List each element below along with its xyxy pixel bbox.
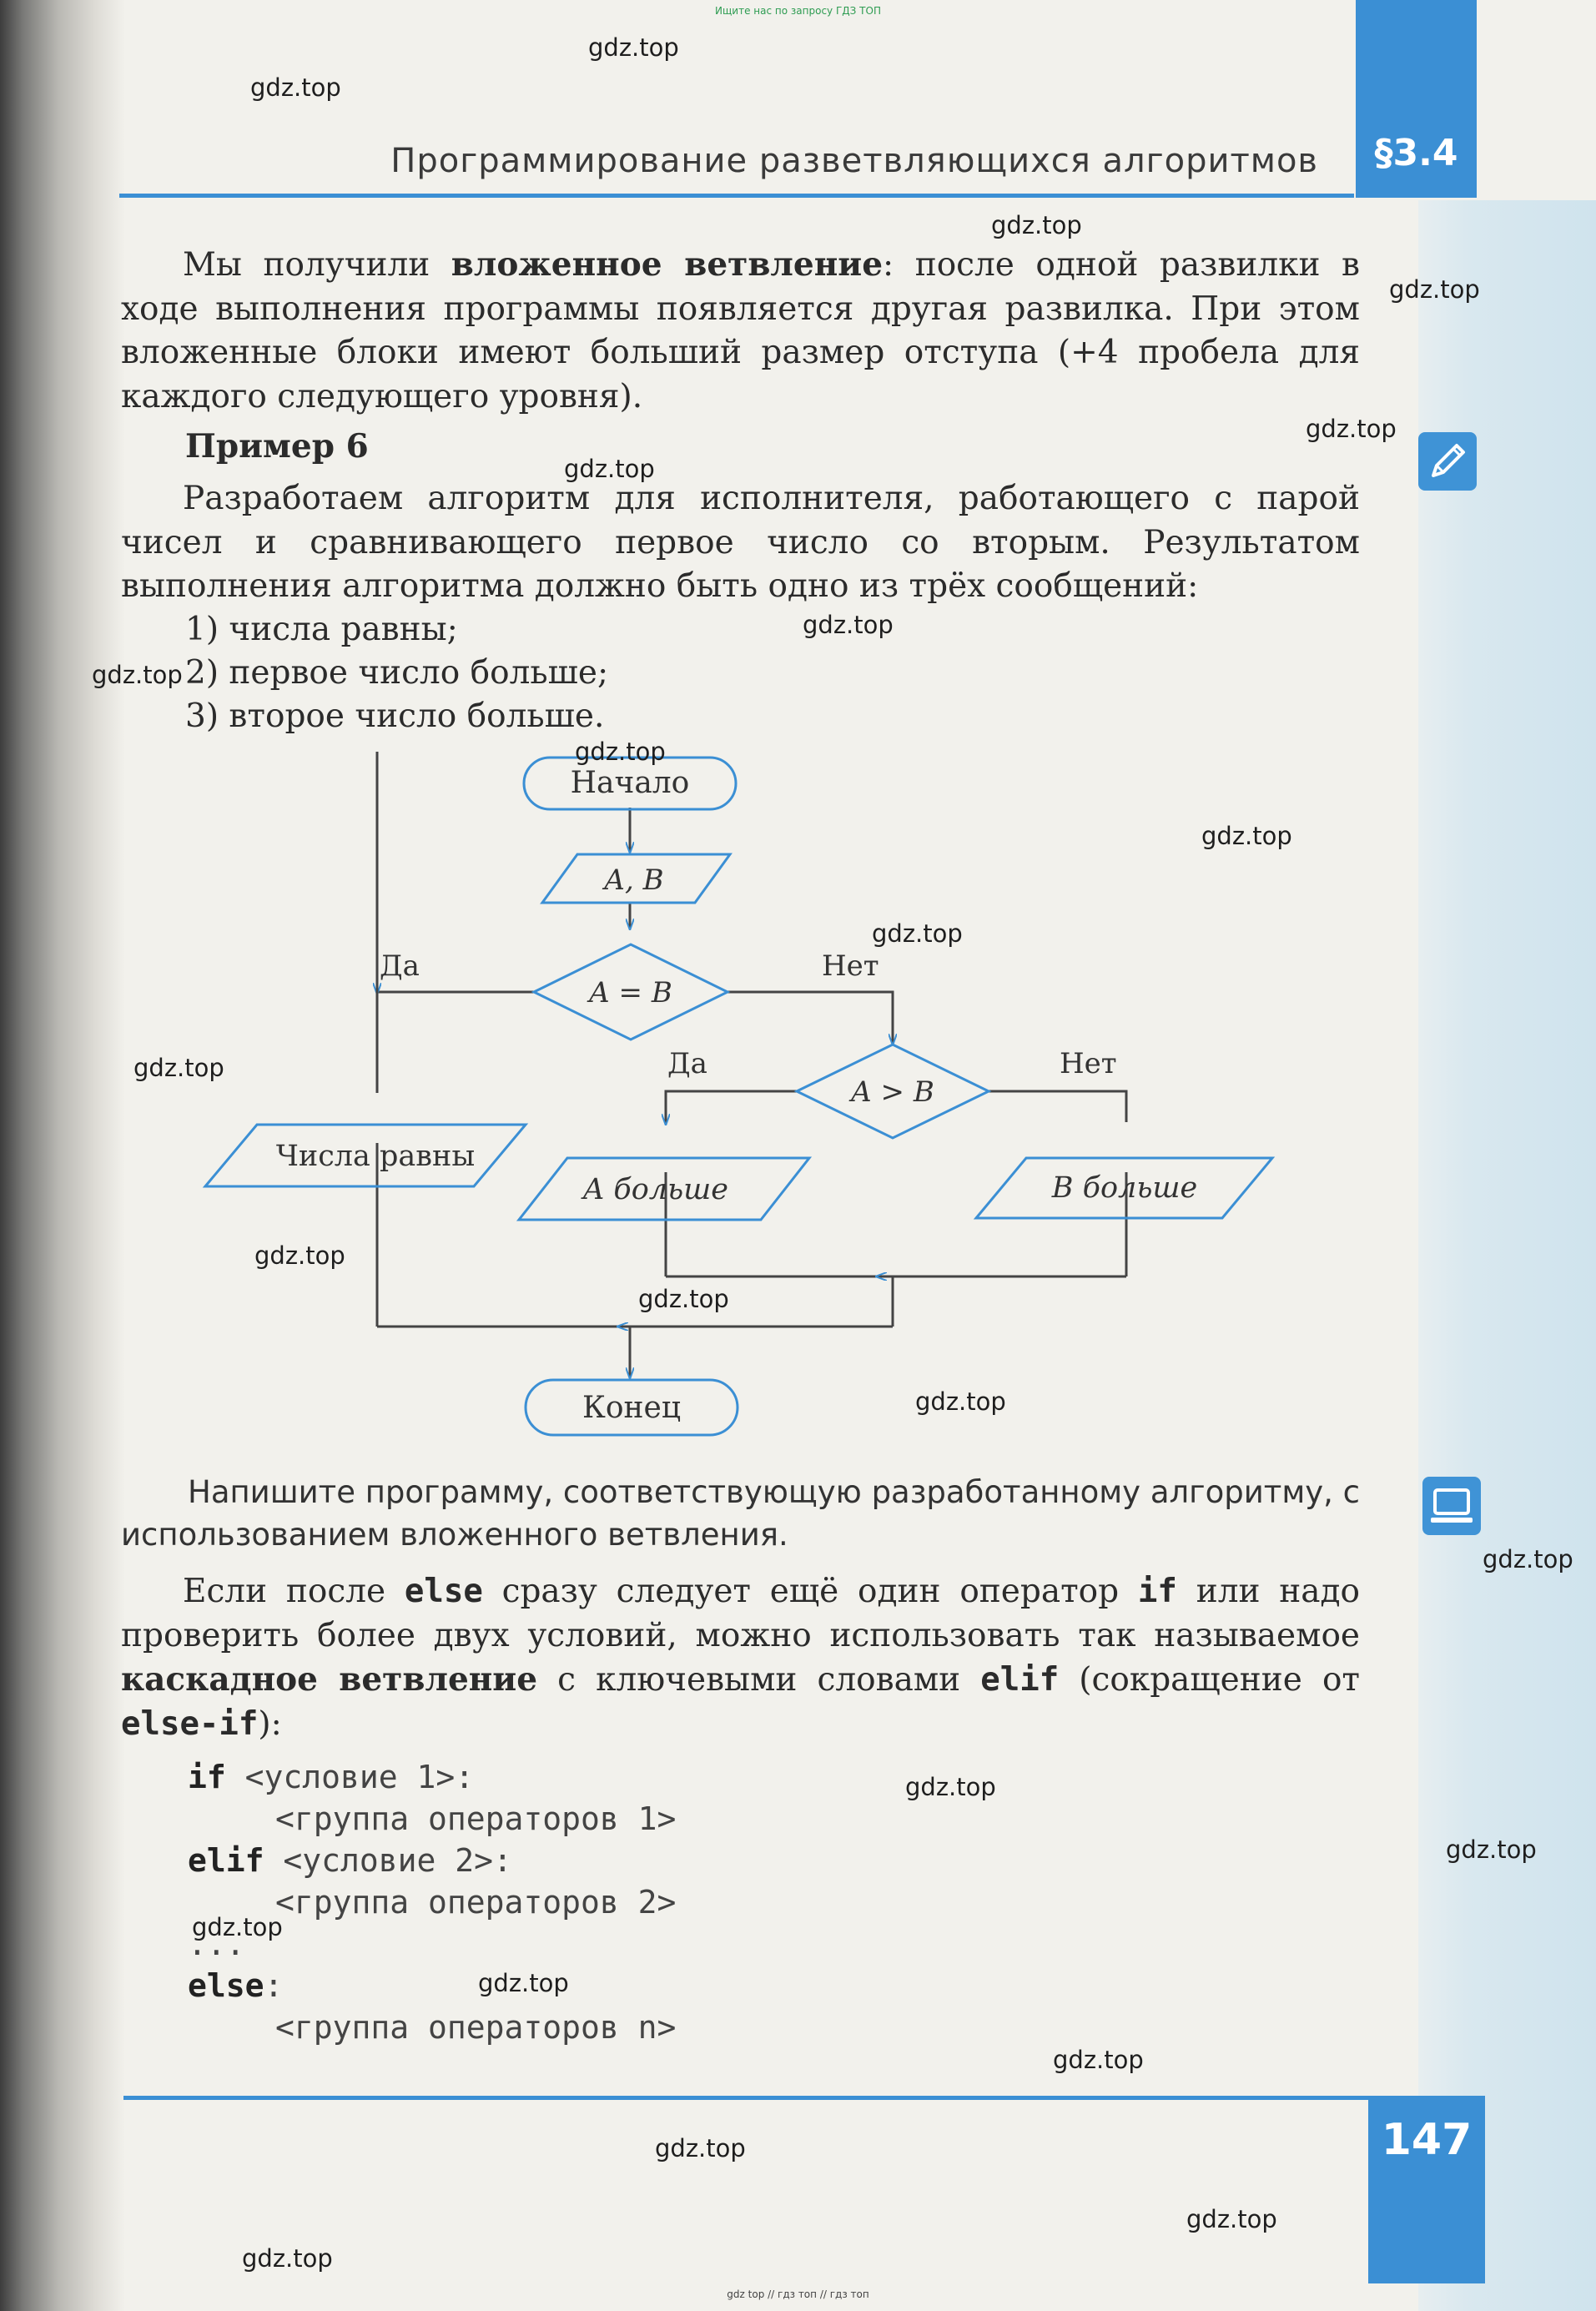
section-tab — [1356, 0, 1477, 198]
page-number-tab — [1368, 2096, 1485, 2283]
flow-cond1-yes: Да — [380, 949, 420, 983]
watermark: gdz.top — [588, 33, 679, 62]
example-heading: Пример 6 — [185, 427, 369, 466]
pencil-icon — [1418, 432, 1477, 491]
footer-rule — [123, 2096, 1375, 2100]
book-spine-shadow — [0, 0, 125, 2311]
watermark: gdz.top — [564, 455, 655, 483]
watermark: gdz.top — [92, 661, 183, 689]
watermark: gdz.top — [991, 211, 1082, 239]
watermark: gdz.top — [133, 1054, 224, 1082]
nested-branching-paragraph: Мы получили вложенное ветвление: после о… — [121, 245, 1360, 415]
code-line-if: if <условие 1>: — [188, 1759, 475, 1795]
flow-start-label: Начало — [571, 766, 690, 800]
code-line-dots: ... — [188, 1926, 245, 1962]
watermark: gdz.top — [1483, 1545, 1573, 1573]
flow-input-label: A, B — [602, 863, 663, 897]
watermark: gdz.top — [254, 1241, 345, 1270]
list-item: 1) числа равны; — [185, 611, 458, 648]
flow-out-equal-label: Числа равны — [276, 1140, 475, 1173]
watermark: gdz.top — [1186, 2205, 1277, 2233]
flow-end-label: Конец — [582, 1391, 681, 1425]
cascade-branching-paragraph: Если после else сразу следует ещё один о… — [121, 1573, 1361, 1743]
watermark: gdz.top — [575, 738, 666, 766]
watermark: gdz.top — [250, 73, 341, 102]
watermark: gdz.top — [803, 611, 894, 639]
code-line-elif: elif <условие 2>: — [188, 1842, 512, 1879]
watermark: gdz.top — [478, 1969, 569, 1997]
side-margin-strip — [1418, 200, 1596, 2311]
header-rule — [119, 194, 1354, 198]
watermark: gdz.top — [638, 1285, 729, 1313]
flow-cond2-no: Нет — [1060, 1047, 1117, 1080]
flow-end: Конец — [524, 1378, 739, 1437]
flow-out-b: B больше — [973, 1156, 1276, 1220]
watermark: gdz.top — [872, 919, 963, 948]
watermark: gdz.top — [192, 1913, 283, 1941]
watermark: gdz.top — [1053, 2046, 1144, 2074]
flow-cond2-yes: Да — [667, 1047, 707, 1080]
example-description: Разработаем алгоритм для исполнителя, ра… — [121, 480, 1360, 605]
flow-cond1-no: Нет — [822, 949, 879, 983]
flow-cond1: A = B — [531, 943, 731, 1041]
computer-icon — [1422, 1477, 1481, 1535]
watermark: gdz.top — [915, 1387, 1006, 1416]
watermark: gdz.top — [1446, 1835, 1537, 1864]
flow-out-b-label: B больше — [1051, 1171, 1198, 1205]
term-cascade-branching: каскадное ветвление — [121, 1660, 538, 1699]
watermark: gdz.top — [242, 2244, 333, 2273]
flow-cond2-label: A > B — [848, 1075, 934, 1109]
watermark: gdz.top — [655, 2134, 746, 2162]
code-line-group2: <группа операторов 2> — [275, 1884, 677, 1921]
flow-cond2: A > B — [793, 1043, 992, 1140]
watermark: gdz.top — [1306, 415, 1397, 443]
section-number: §3.4 — [1374, 132, 1458, 174]
flow-out-equal: Числа равны — [202, 1123, 529, 1188]
watermark: gdz.top — [1389, 275, 1480, 304]
chapter-title: Программирование разветвляющихся алгорит… — [390, 142, 1318, 180]
flowchart: Начало A, B A = B Да Нет A > B Да Нет Чи… — [202, 752, 1276, 1437]
code-line-else: else: — [188, 1967, 284, 2004]
flow-cond1-label: A = B — [587, 976, 672, 1009]
list-item: 2) первое число больше; — [185, 654, 609, 692]
term-nested-branching: вложенное ветвление — [451, 245, 884, 284]
list-item: 3) второе число больше. — [185, 697, 605, 735]
flow-out-a-label: A больше — [581, 1173, 728, 1206]
watermark: gdz.top — [905, 1773, 996, 1801]
bottom-note: gdz top // гдз топ // гдз топ — [727, 2288, 869, 2300]
top-search-note: Ищите нас по запросу ГДЗ ТОП — [715, 5, 881, 17]
flow-input: A, B — [540, 853, 733, 904]
task-paragraph: Напишите программу, соответствующую разр… — [121, 1474, 1360, 1553]
flow-out-a: A больше — [516, 1156, 813, 1221]
watermark: gdz.top — [1201, 822, 1292, 850]
code-line-groupn: <группа операторов n> — [275, 2009, 677, 2046]
code-line-group1: <группа операторов 1> — [275, 1800, 677, 1837]
page-number: 147 — [1381, 2115, 1473, 2165]
flow-start: Начало — [522, 756, 738, 811]
